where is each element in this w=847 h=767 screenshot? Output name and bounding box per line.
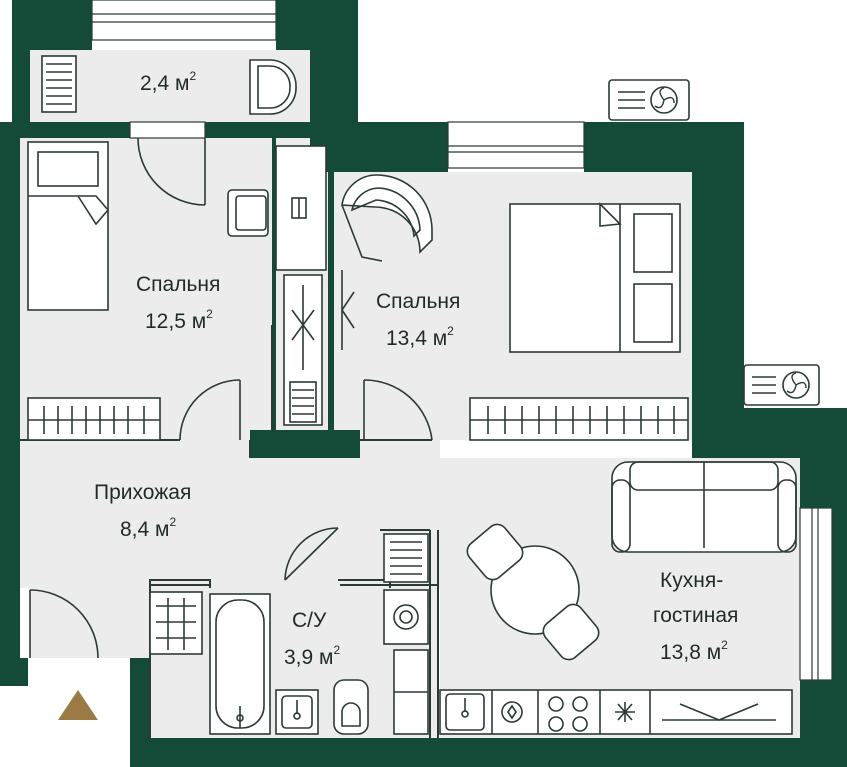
sofa: [611, 461, 797, 553]
hallway-area: 8,4 м2: [120, 515, 176, 541]
air-conditioner-icon: [608, 79, 690, 121]
kitchen-label-line1: Кухня-: [660, 569, 723, 592]
window-balcony-door: [129, 121, 206, 139]
window-balcony: [91, 0, 277, 41]
window-kitchen: [799, 507, 833, 681]
desk: [275, 145, 327, 271]
bathroom-cabinet: [393, 649, 429, 735]
sliding-door-marks: [341, 270, 355, 350]
door-bedroom-right: [363, 379, 433, 441]
floor-hallway-lower: [30, 588, 150, 658]
doors: [29, 137, 433, 659]
bedroom-right-label: Спальня: [376, 290, 460, 313]
kitchen-sink: [445, 693, 485, 731]
kitchen-counter: [439, 689, 793, 735]
wardrobe-right: [469, 397, 689, 441]
door-entrance: [29, 589, 99, 659]
door-bathroom: [284, 527, 339, 581]
air-conditioner-icon: [743, 364, 820, 406]
bedroom-left-label: Спальня: [136, 273, 220, 296]
toilet: [333, 679, 369, 735]
windows: [91, 0, 833, 681]
fridge: [615, 702, 635, 722]
bed-single: [27, 141, 110, 311]
fan-icon: [650, 86, 678, 114]
desk-chair: [227, 189, 269, 237]
door-bedroom-left: [179, 379, 241, 441]
sink-bathroom: [275, 689, 319, 735]
balcony-armchair: [249, 59, 297, 115]
balcony-area: 2,4 м2: [140, 69, 196, 95]
floor-hallway: [20, 440, 440, 588]
room-labels: 2,4 м2 Спальня 12,5 м2 Спальня 13,4 м2 П…: [94, 69, 738, 669]
bathroom-area: 3,9 м2: [284, 643, 340, 669]
bed-double: [509, 202, 681, 353]
kitchen-area: 13,8 м2: [660, 638, 728, 664]
bathroom-shelf: [383, 533, 429, 583]
armchair-bedroom: [341, 174, 433, 262]
kitchen-hood: [662, 703, 776, 721]
bedroom-left-area: 12,5 м2: [145, 307, 213, 333]
door-balcony: [137, 137, 206, 206]
kitchen-label-line2: гостиная: [653, 604, 738, 627]
washing-machine: [383, 589, 429, 645]
hallway-label: Прихожая: [94, 481, 191, 504]
balcony-shelf: [41, 55, 77, 113]
stove: [548, 696, 588, 732]
bedroom-right-area: 13,4 м2: [386, 324, 454, 350]
hallway-shelf: [149, 591, 203, 655]
wardrobe-left: [27, 397, 161, 441]
closet-corridor: [283, 274, 323, 426]
dining-table: [466, 523, 600, 661]
window-bedroom-right: [447, 121, 585, 169]
dishwasher: [501, 701, 523, 723]
fan-icon: [782, 371, 810, 399]
bathtub: [209, 593, 271, 735]
compass-north-icon: [58, 690, 98, 720]
bathroom-label: С/У: [292, 609, 327, 632]
